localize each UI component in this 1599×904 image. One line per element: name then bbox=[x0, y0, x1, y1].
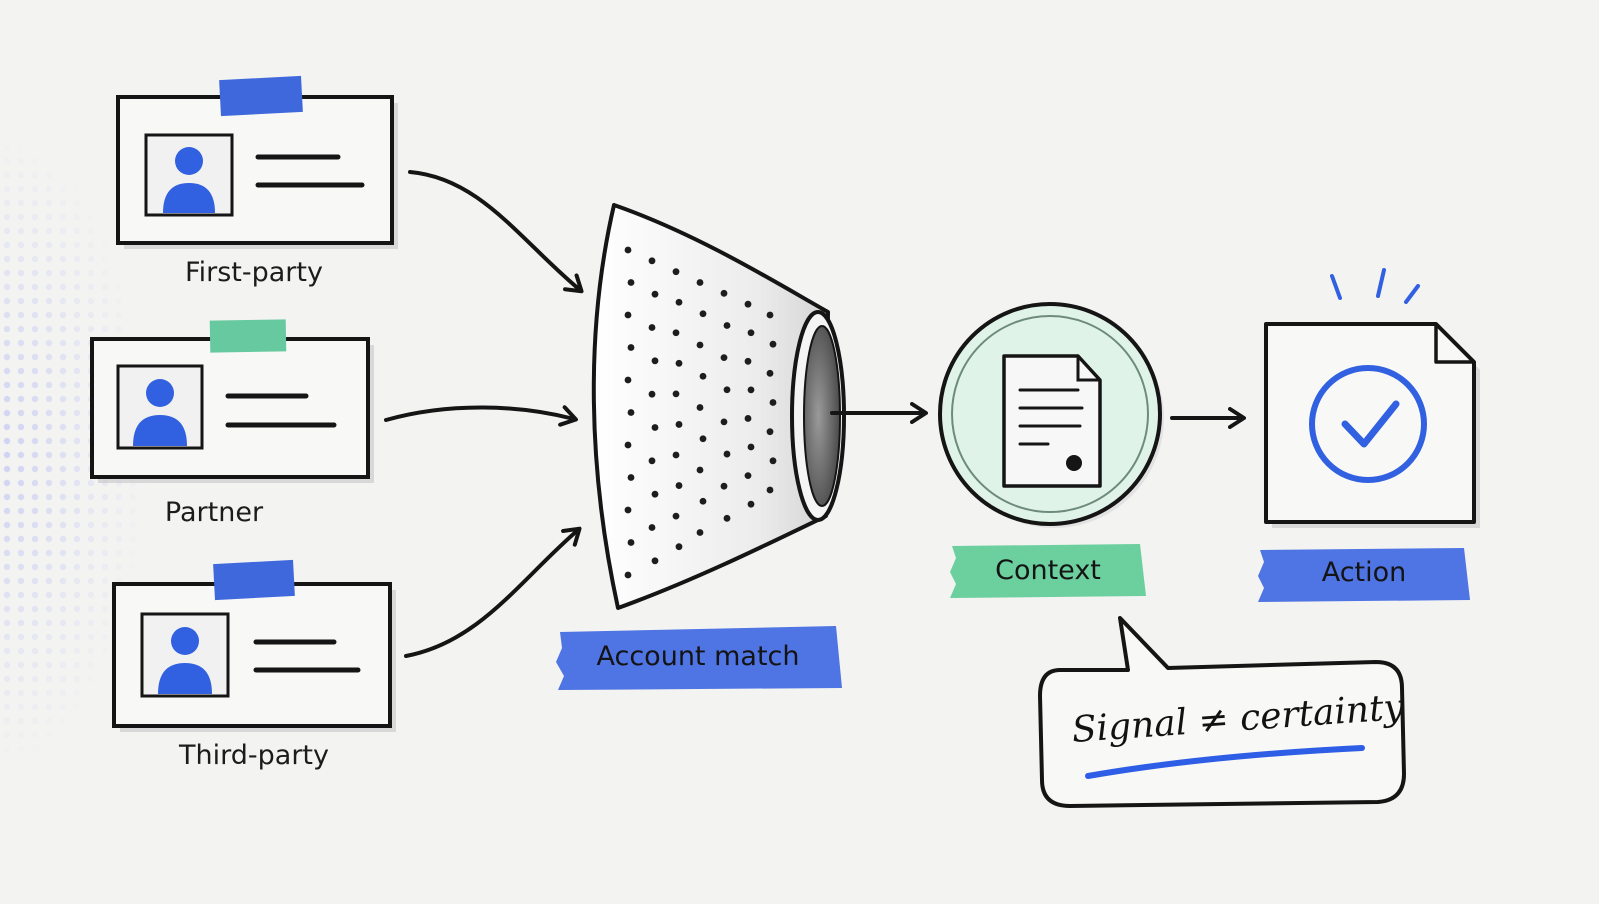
emphasis-marks-icon bbox=[1330, 268, 1420, 304]
funnel-dot bbox=[744, 415, 752, 422]
funnel-dot bbox=[624, 571, 632, 579]
funnel-dot bbox=[648, 390, 656, 398]
funnel-dot bbox=[766, 486, 774, 494]
funnel-dot bbox=[769, 340, 777, 348]
profile-card-icon bbox=[140, 612, 230, 698]
checkmark-icon bbox=[1309, 365, 1427, 483]
funnel-dot bbox=[648, 257, 656, 265]
funnel-dot bbox=[675, 359, 683, 367]
tape-third-party bbox=[213, 559, 295, 601]
funnel-dot bbox=[699, 435, 707, 443]
funnel-dot bbox=[675, 298, 683, 306]
funnel-dot bbox=[672, 268, 680, 276]
funnel-dot bbox=[747, 500, 755, 508]
funnel-dot bbox=[651, 290, 659, 298]
arrow-partner bbox=[384, 405, 578, 427]
funnel-dot bbox=[723, 450, 731, 458]
label-action: Action bbox=[1321, 557, 1407, 588]
funnel-dot bbox=[723, 386, 731, 394]
funnel-dot bbox=[769, 399, 777, 406]
funnel-dot bbox=[723, 322, 731, 329]
funnel-dot bbox=[627, 474, 635, 481]
tape-partner bbox=[209, 319, 287, 353]
tape-account-match bbox=[556, 626, 842, 690]
funnel-dot bbox=[675, 482, 683, 489]
funnel-dot bbox=[627, 279, 635, 286]
funnel-icon bbox=[591, 203, 846, 610]
funnel-dot bbox=[648, 457, 656, 465]
funnel-dot bbox=[720, 354, 728, 362]
funnel-dot bbox=[672, 512, 680, 520]
funnel-dot bbox=[648, 324, 656, 331]
funnel-dot bbox=[696, 529, 704, 536]
funnel-dot bbox=[696, 404, 704, 411]
funnel-dot bbox=[651, 357, 659, 365]
funnel-dot bbox=[744, 300, 752, 308]
funnel-dot bbox=[699, 372, 707, 380]
funnel-dot bbox=[624, 506, 632, 514]
source-card-first-party bbox=[116, 75, 398, 249]
label-context: Context bbox=[995, 555, 1101, 586]
funnel-dot bbox=[723, 514, 731, 522]
funnel-dot bbox=[720, 289, 728, 297]
funnel-dot bbox=[627, 344, 635, 351]
document-icon bbox=[1002, 354, 1102, 488]
funnel-dot bbox=[699, 310, 707, 318]
funnel-dots bbox=[624, 246, 777, 579]
funnel-dot bbox=[624, 246, 632, 254]
source-card-partner bbox=[90, 319, 374, 483]
funnel-dot bbox=[672, 390, 680, 398]
action-node bbox=[1264, 268, 1480, 528]
label-partner: Partner bbox=[164, 497, 264, 528]
tape-first-party bbox=[219, 75, 303, 117]
funnel-dot bbox=[624, 311, 632, 319]
tape-action bbox=[1258, 548, 1470, 602]
funnel-dot bbox=[696, 341, 704, 349]
funnel-dot bbox=[747, 443, 755, 451]
arrow-first-party bbox=[408, 170, 584, 294]
funnel-dot bbox=[747, 329, 755, 337]
label-account-match: Account match bbox=[596, 641, 800, 672]
funnel-dot bbox=[624, 376, 632, 384]
funnel-dot bbox=[696, 279, 704, 286]
source-card-third-party bbox=[112, 559, 396, 732]
funnel-dot bbox=[648, 524, 656, 531]
tape-context bbox=[950, 544, 1146, 598]
funnel-dot bbox=[766, 428, 774, 436]
funnel-dot bbox=[744, 472, 752, 479]
funnel-dot bbox=[627, 539, 635, 546]
funnel-dot bbox=[699, 497, 707, 505]
funnel-dot bbox=[720, 482, 728, 490]
funnel-dot bbox=[651, 557, 659, 565]
funnel-dot bbox=[651, 424, 659, 431]
funnel-dot bbox=[766, 311, 774, 319]
profile-card-icon bbox=[116, 364, 204, 450]
funnel-dot bbox=[675, 543, 683, 551]
funnel-dot bbox=[769, 457, 777, 465]
label-third-party: Third-party bbox=[179, 740, 329, 771]
funnel-dot bbox=[744, 357, 752, 365]
funnel-dot bbox=[766, 369, 774, 377]
funnel-dot bbox=[624, 441, 632, 449]
funnel-dot bbox=[720, 418, 728, 426]
profile-card-icon bbox=[144, 133, 234, 217]
funnel-dot bbox=[747, 386, 755, 394]
speech-bubble bbox=[1038, 616, 1406, 808]
funnel-dot bbox=[675, 421, 683, 428]
funnel-dot bbox=[672, 451, 680, 459]
funnel-dot bbox=[651, 490, 659, 498]
arrow-third-party bbox=[404, 526, 582, 658]
context-node bbox=[938, 302, 1164, 528]
note-underline bbox=[1085, 745, 1365, 779]
funnel-dot bbox=[672, 329, 680, 337]
label-first-party: First-party bbox=[185, 257, 323, 288]
funnel-dot bbox=[627, 409, 635, 416]
funnel-dot bbox=[696, 466, 704, 474]
